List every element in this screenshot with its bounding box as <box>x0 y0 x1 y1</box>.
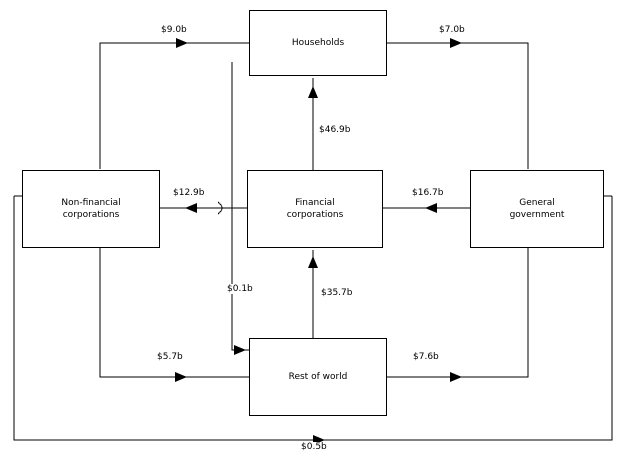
node-financial-corporations[interactable]: Financial corporations <box>247 170 383 248</box>
node-rest-of-world[interactable]: Rest of world <box>249 338 387 416</box>
arrowhead-restofworld-to-government <box>450 372 462 382</box>
node-restofworld-label-line1: Rest of world <box>288 372 348 382</box>
arrowhead-households-to-government <box>450 38 462 48</box>
flow-label-financial-to-households: $46.9b <box>318 125 352 135</box>
arrowhead-restofworld-to-nonfinancial <box>175 372 187 382</box>
flow-label-restofworld-to-nonfinancial: $5.7b <box>156 352 184 362</box>
arrowhead-financial-to-households <box>308 86 318 98</box>
node-financial-label-line2: corporations <box>286 210 344 220</box>
edge-households-to-government <box>387 42 529 169</box>
node-nonfinancial-corporations[interactable]: Non-financial corporations <box>22 170 160 248</box>
flow-label-restofworld-to-government: $7.6b <box>412 352 440 362</box>
arrowhead-restofworld-to-financial <box>308 256 318 268</box>
edge-restofworld-to-nonfinancial <box>99 248 249 378</box>
node-households[interactable]: Households <box>249 10 387 76</box>
flow-label-financial-to-nonfinancial: $12.9b <box>172 188 206 198</box>
arrowhead-households-to-nonfinancial <box>176 38 188 48</box>
arrowhead-financial-to-nonfinancial <box>185 203 197 213</box>
node-government-label-line2: government <box>509 210 565 220</box>
arrowhead-government-to-financial <box>425 203 437 213</box>
edge-restofworld-to-government <box>387 248 529 378</box>
edge-households-to-nonfinancial <box>99 42 249 169</box>
node-nonfinancial-label-line1: Non-financial <box>61 198 121 208</box>
node-nonfinancial-label-line2: corporations <box>62 210 120 220</box>
flow-label-restofworld-to-financial: $35.7b <box>320 288 354 298</box>
flow-label-government-to-financial: $16.7b <box>411 188 445 198</box>
node-households-label-line1: Households <box>291 38 345 48</box>
arrowhead-households-to-restofworld <box>234 345 246 355</box>
flow-label-nonfinancial-to-government: $0.5b <box>300 442 328 452</box>
flow-label-households-to-government: $7.0b <box>438 25 466 35</box>
flow-label-households-to-restofworld: $0.1b <box>226 284 254 294</box>
node-general-government[interactable]: General government <box>470 170 604 248</box>
flow-label-households-to-nonfinancial: $9.0b <box>160 25 188 35</box>
node-government-label-line1: General <box>519 198 555 208</box>
node-financial-label-line1: Financial <box>295 198 335 208</box>
edge-crossing-jog <box>217 201 223 215</box>
